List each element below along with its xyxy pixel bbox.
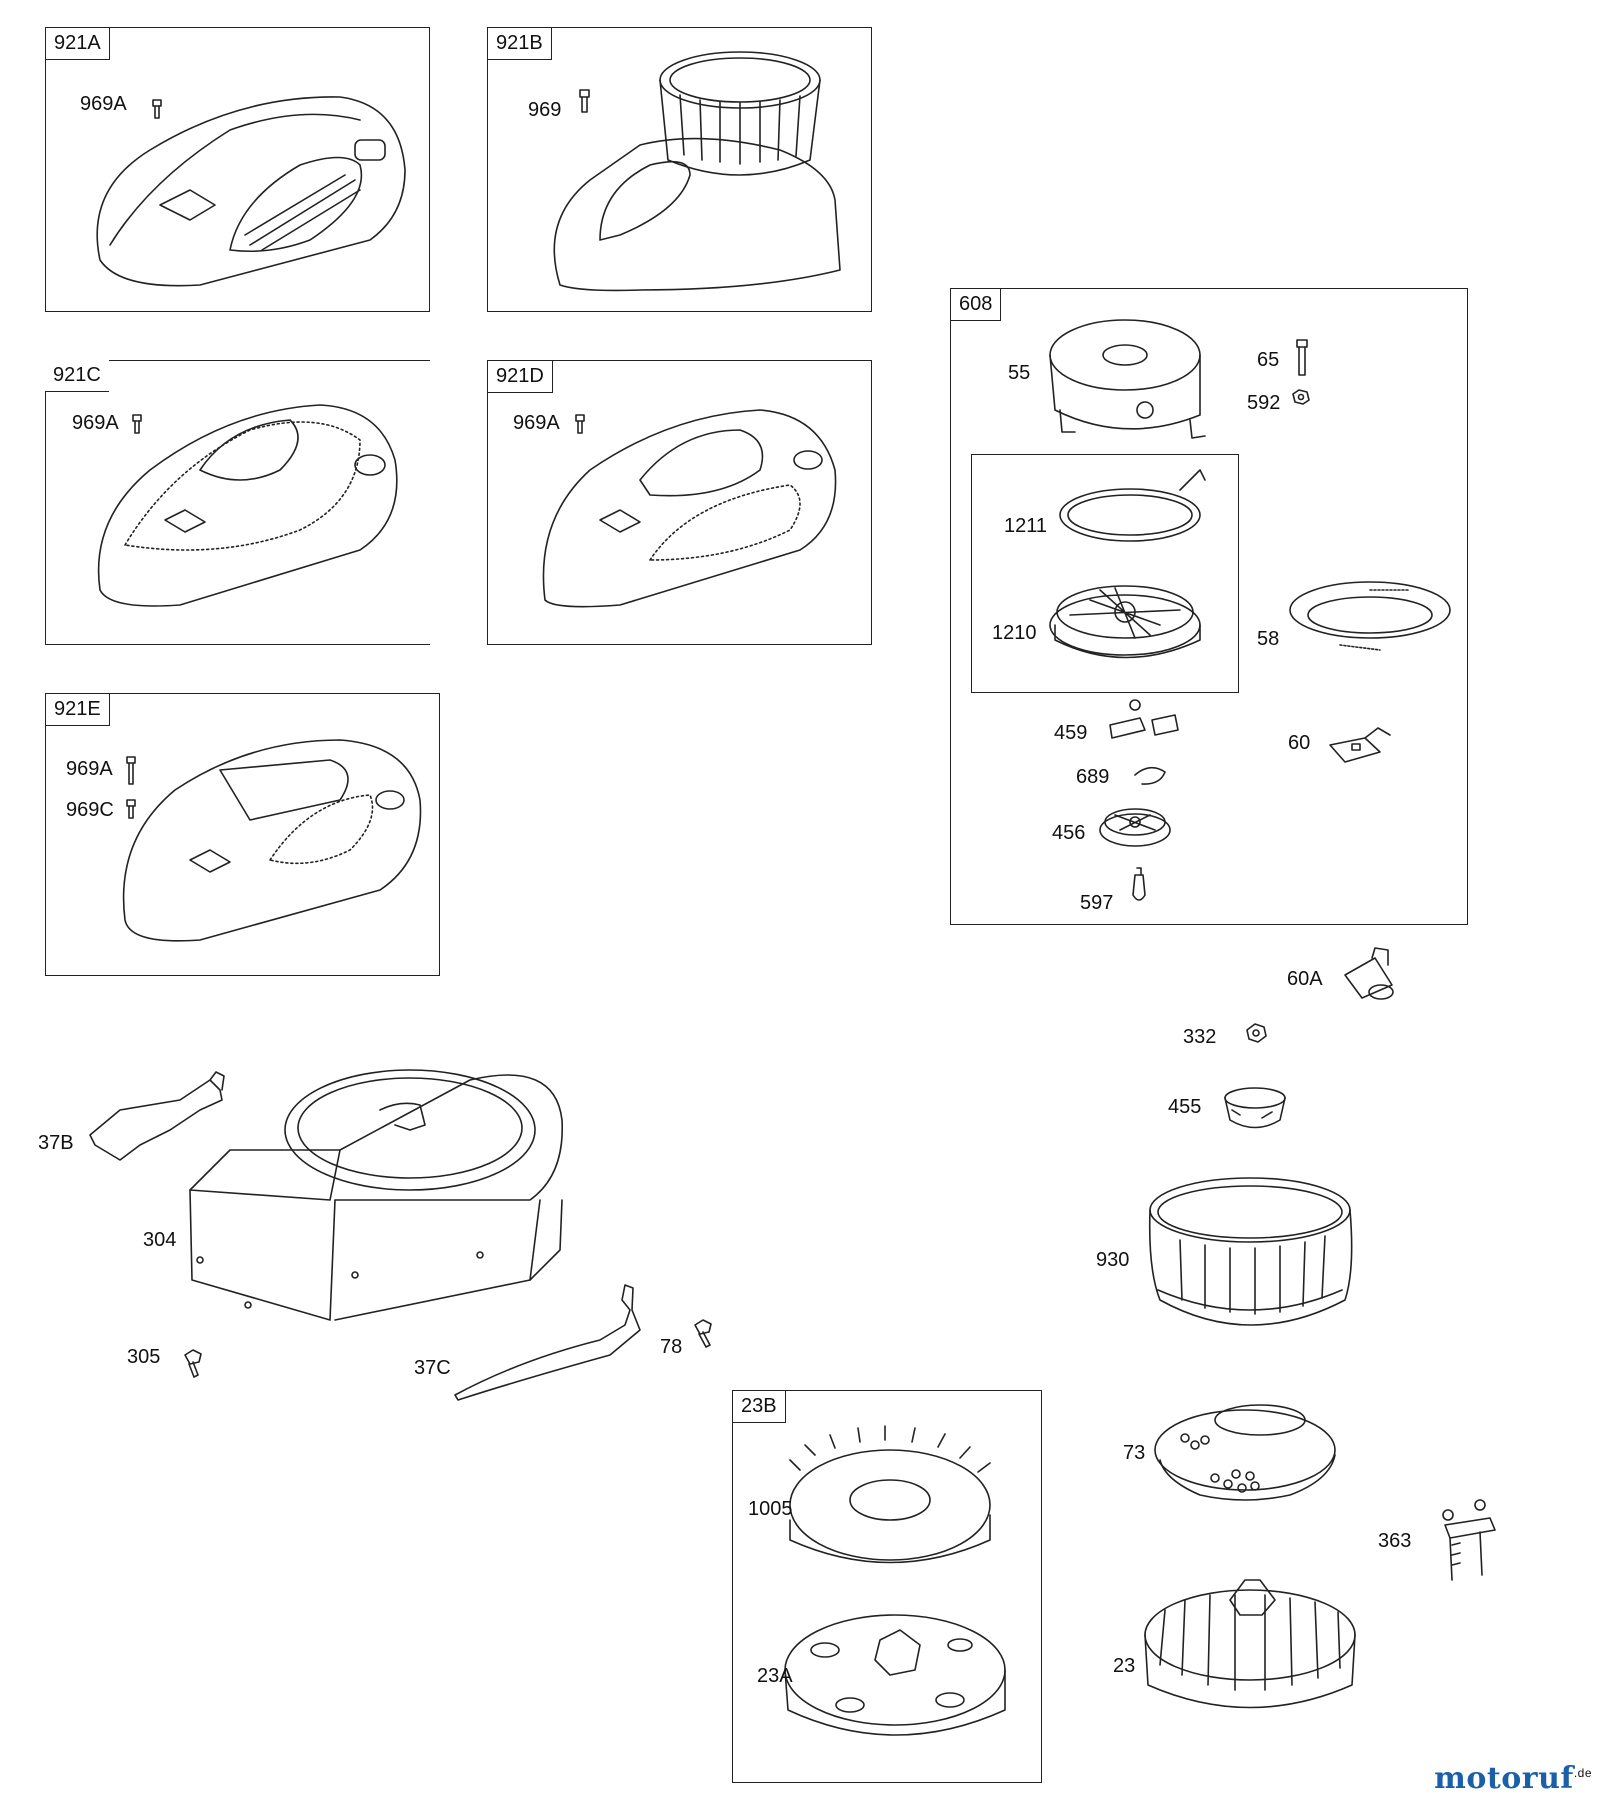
blower-cover-921E <box>122 739 422 942</box>
label-969-cover-B: 969 <box>528 99 562 121</box>
label-1210: 1210 <box>992 622 1037 644</box>
blower-cover-921C <box>97 404 398 607</box>
label-930: 930 <box>1096 1249 1130 1271</box>
starter-handle-60A <box>1344 947 1394 1000</box>
label-37B: 37B <box>38 1132 74 1154</box>
watermark-tld: .de <box>1573 1766 1592 1780</box>
cup-455 <box>1224 1087 1286 1129</box>
retainer-689 <box>1134 766 1166 785</box>
starter-handle-60 <box>1329 727 1391 763</box>
recoil-spring-1211 <box>1059 469 1206 542</box>
bolt-65 <box>1296 339 1308 376</box>
recoil-subassembly-box <box>971 454 1239 693</box>
label-969A-cover-D: 969A <box>513 412 560 434</box>
screw-969A-4 <box>126 756 136 785</box>
label-1005: 1005 <box>748 1498 793 1520</box>
flywheel-23 <box>1144 1579 1356 1709</box>
blower-cover-921B <box>553 51 841 292</box>
group-608-box: 608 <box>950 288 1468 925</box>
label-23: 23 <box>1113 1655 1136 1677</box>
nut-332 <box>1246 1023 1267 1043</box>
screw-305 <box>184 1349 202 1378</box>
label-73: 73 <box>1123 1442 1146 1464</box>
rotating-screen-930 <box>1148 1177 1353 1326</box>
label-363: 363 <box>1378 1530 1412 1552</box>
watermark-brand: motoruf <box>1434 1761 1574 1796</box>
blower-housing-304 <box>189 1069 564 1321</box>
starter-rope-58 <box>1289 581 1451 651</box>
pulley-1210 <box>1049 585 1201 659</box>
label-60A: 60A <box>1287 968 1323 990</box>
label-455: 455 <box>1168 1096 1202 1118</box>
cam-456 <box>1099 808 1171 847</box>
group-23B-label: 23B <box>732 1390 786 1423</box>
screw-969C <box>126 799 136 819</box>
group-23B-box: 23B <box>732 1390 1042 1783</box>
label-60: 60 <box>1288 732 1311 754</box>
flywheel-23A <box>784 1614 1006 1736</box>
group-921E-box: 921E <box>45 693 440 976</box>
group-608-label: 608 <box>950 288 1002 321</box>
motoruf-watermark: motoruf.de <box>1434 1761 1592 1796</box>
label-37C: 37C <box>414 1357 451 1379</box>
screen-73 <box>1154 1404 1336 1501</box>
group-921E-label: 921E <box>45 693 110 726</box>
air-guide-37C <box>454 1284 641 1401</box>
label-592: 592 <box>1247 392 1281 414</box>
label-1211: 1211 <box>1004 515 1048 537</box>
group-921A-box: 921A <box>45 27 430 312</box>
label-65: 65 <box>1257 349 1280 371</box>
label-459: 459 <box>1054 722 1088 744</box>
blower-cover-921D <box>542 409 837 608</box>
group-921B-label: 921B <box>487 27 552 60</box>
label-969A-cover-A: 969A <box>80 93 127 115</box>
label-304: 304 <box>143 1229 177 1251</box>
label-23A: 23A <box>757 1665 793 1687</box>
label-969A-cover-E: 969A <box>66 758 113 780</box>
group-921A-label: 921A <box>45 27 110 60</box>
screw-597 <box>1132 867 1146 901</box>
fan-1005 <box>789 1425 991 1564</box>
screw-969A-2 <box>132 414 142 434</box>
label-969A-cover-C: 969A <box>72 412 119 434</box>
brake-assembly-363 <box>1442 1499 1496 1581</box>
label-55: 55 <box>1008 362 1031 384</box>
blower-cover-921A <box>96 96 406 287</box>
group-921C-label: 921C <box>45 360 109 392</box>
screw-969 <box>579 89 590 113</box>
baffle-37B <box>89 1071 225 1161</box>
group-921D-box: 921D <box>487 360 872 645</box>
group-921D-label: 921D <box>487 360 553 393</box>
group-921C-box: 921C <box>45 360 430 645</box>
label-58: 58 <box>1257 628 1280 650</box>
screw-78 <box>694 1319 712 1348</box>
label-456: 456 <box>1052 822 1086 844</box>
nut-592 <box>1292 389 1310 405</box>
label-78: 78 <box>660 1336 683 1358</box>
label-332: 332 <box>1183 1026 1217 1048</box>
label-597: 597 <box>1080 892 1114 914</box>
starter-housing-55 <box>1049 319 1206 439</box>
group-921B-box: 921B <box>487 27 872 312</box>
label-689: 689 <box>1076 766 1110 788</box>
label-305: 305 <box>127 1346 161 1368</box>
pawl-459 <box>1109 699 1179 739</box>
screw-969A-3 <box>575 414 585 434</box>
screw-969A-1 <box>152 99 162 119</box>
label-969C-cover-E: 969C <box>66 799 114 821</box>
